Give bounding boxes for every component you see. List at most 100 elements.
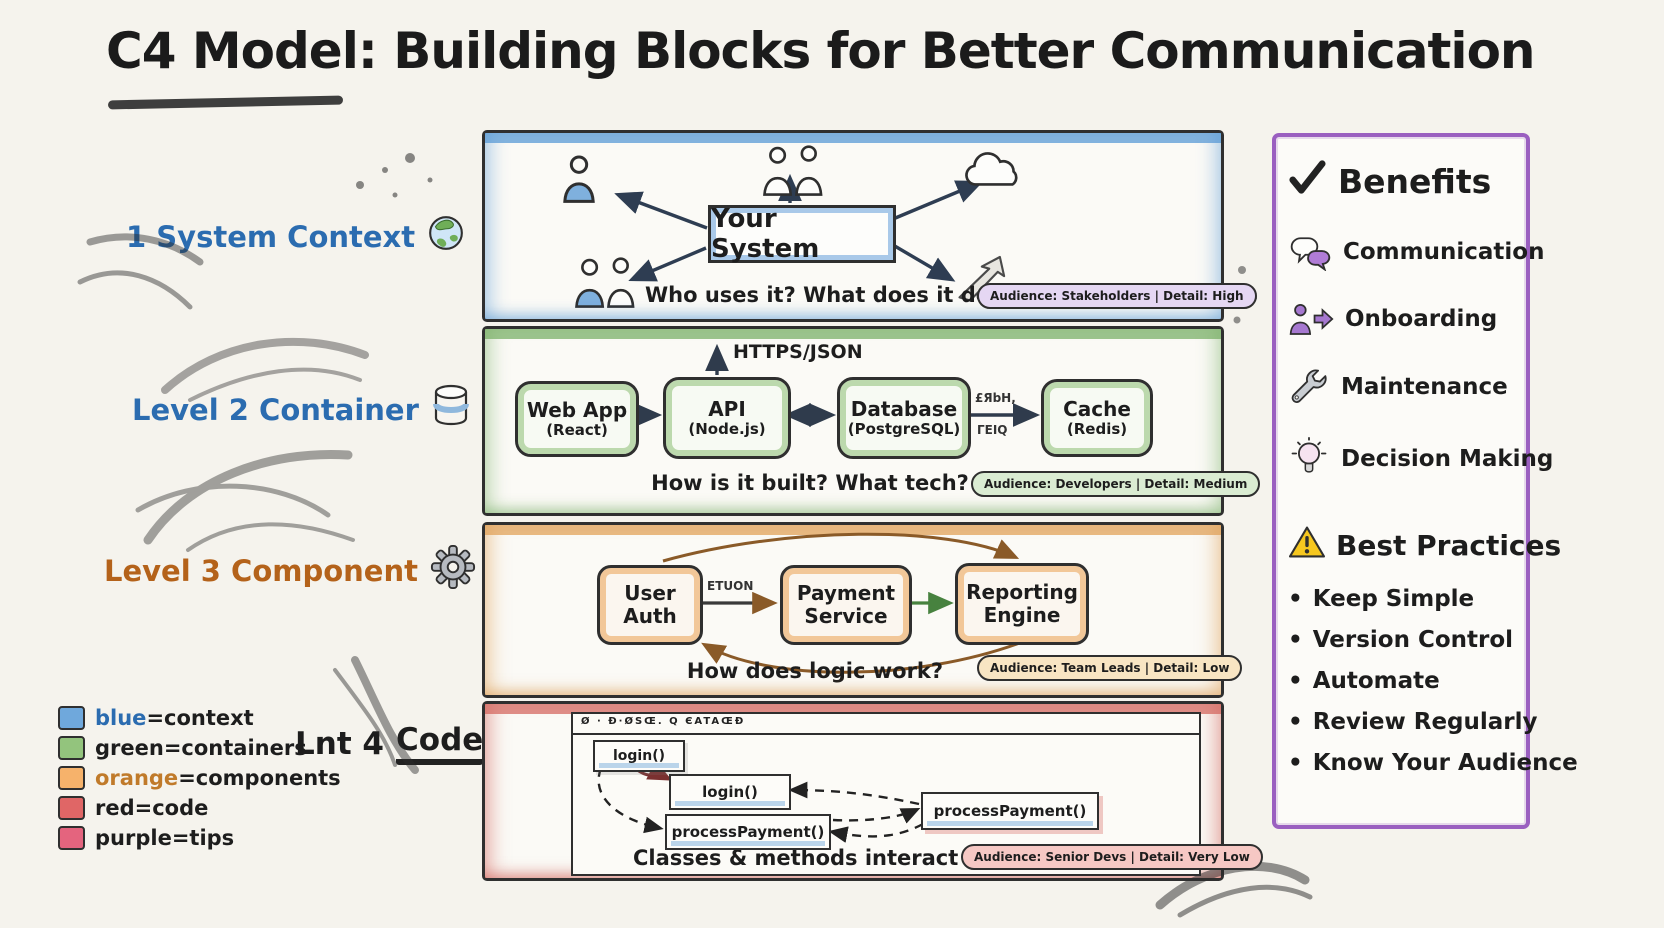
best-practice-label: Version Control — [1312, 627, 1514, 653]
benefit-label: Onboarding — [1345, 306, 1498, 332]
legend-rest: =containers — [163, 736, 307, 760]
legend-row-blue: blue=context — [58, 706, 341, 730]
ink-smudge — [356, 153, 433, 198]
label-level4-code-word: Code — [396, 722, 484, 765]
node-line2: Engine — [983, 603, 1061, 627]
context-audience-badge: Audience: Stakeholders | Detail: High — [977, 283, 1257, 309]
node-tech: (React) — [546, 421, 608, 439]
best-practice-item: • Review Regularly — [1288, 709, 1538, 735]
lightbulb-icon — [1288, 437, 1330, 481]
node-name: Web App — [526, 398, 628, 422]
person-icon — [559, 149, 599, 211]
component-level-box: User Auth Payment Service Reporting Engi… — [482, 522, 1243, 698]
best-practice-label: Automate — [1312, 668, 1440, 694]
node-line1: Reporting — [966, 580, 1078, 604]
legend-row-red: red=code — [58, 796, 341, 820]
benefit-item-communication: Communication — [1288, 233, 1544, 271]
benefits-list: Communication Onboarding Maintenance Dec… — [1288, 233, 1553, 481]
wrench-icon — [1288, 367, 1330, 407]
container-caption: How is it built? What tech? — [651, 471, 969, 495]
best-practices-list: •Keep Simple •Version Control •Automate … — [1288, 586, 1578, 776]
node-tech: (Redis) — [1066, 420, 1128, 438]
legend-swatch-orange — [58, 766, 85, 790]
check-icon — [1288, 159, 1326, 203]
label-level4-code-prefix: Lnt 4 — [295, 725, 385, 762]
legend-word: red — [95, 796, 135, 820]
page-header: C4 Model: Building Blocks for Better Com… — [106, 22, 1536, 110]
best-practice-item: • Keep Simple — [1288, 586, 1518, 612]
people-icon — [753, 139, 835, 205]
node-tech: (Node.js) — [688, 420, 766, 438]
code-window-titlebar: Ø · Ð·ØSŒ. Q ЄATAŒÐ — [573, 714, 1199, 735]
database-icon — [431, 384, 471, 435]
benefit-label: Decision Making — [1341, 446, 1554, 472]
label-level3-component-text: Level 3 Component — [104, 553, 418, 588]
container-audience-badge: Audience: Developers | Detail: Medium — [971, 471, 1261, 497]
legend-word: green — [95, 736, 164, 760]
ink-smudge — [135, 449, 355, 552]
benefits-title-text: Benefits — [1338, 161, 1492, 201]
best-practice-item: • Version Control — [1288, 627, 1518, 653]
code-level-box: Ø · Ð·ØSŒ. Q ЄATAŒÐ login() login() proc… — [482, 701, 1263, 881]
method-box-process-payment: processPayment() — [665, 814, 831, 850]
code-caption: Classes & methods interact — [633, 846, 959, 870]
node-name: Cache — [1063, 397, 1131, 421]
code-audience-badge: Audience: Senior Devs | Detail: Very Low — [961, 844, 1263, 870]
node-name: API — [708, 397, 746, 421]
person-arrow-icon — [1288, 301, 1334, 337]
node-line2: Service — [804, 604, 888, 628]
title-highlight: C4 Model — [106, 22, 359, 80]
legend-rest: =components — [178, 766, 341, 790]
legend-row-green: green=containers — [58, 736, 341, 760]
component-audience-badge: Audience: Team Leads | Detail: Low — [977, 655, 1243, 681]
system-context-box: Your System Who uses it? What does it do… — [482, 130, 1257, 322]
node-line1: User — [624, 581, 676, 605]
container-node-api: API (Node.js) — [663, 377, 791, 459]
warning-triangle-icon — [1288, 525, 1326, 566]
component-node-payment-service: Payment Service — [780, 565, 912, 645]
best-practices-heading: Best Practices — [1288, 525, 1561, 566]
db-cache-edge-label-top: £ЯbН, — [975, 391, 1016, 405]
page-title: C4 Model: Building Blocks for Better Com… — [106, 22, 1536, 80]
bullet: • — [1288, 709, 1303, 735]
container-node-cache: Cache (Redis) — [1041, 379, 1153, 457]
best-practices-title-text: Best Practices — [1336, 529, 1562, 562]
cloud-icon — [961, 147, 1027, 197]
tips-panel: Benefits Communication Onboarding Mainte… — [1272, 133, 1578, 829]
legend-swatch-green — [58, 736, 85, 760]
legend-rest: =code — [134, 796, 209, 820]
color-legend: blue=context green=containers orange=com… — [58, 706, 341, 850]
container-node-database: Database (PostgreSQL) — [837, 377, 971, 459]
component-caption: How does logic work? — [686, 659, 944, 683]
legend-word: blue — [95, 706, 147, 730]
method-box-login: login() — [669, 774, 791, 810]
bullet: • — [1288, 627, 1303, 653]
benefit-label: Communication — [1343, 239, 1545, 265]
benefits-heading: Benefits — [1288, 159, 1518, 203]
code-window: Ø · Ð·ØSŒ. Q ЄATAŒÐ login() login() proc… — [571, 712, 1263, 876]
auth-payment-edge-label: ETUON — [707, 579, 754, 593]
best-practice-label: Review Regularly — [1312, 709, 1538, 735]
label-level3-component: Level 3 Component — [104, 544, 476, 597]
context-caption: Who uses it? What does it do? — [645, 283, 1003, 307]
best-practice-label: Keep Simple — [1312, 586, 1475, 612]
best-practice-item: •Know Your Audience — [1288, 750, 1578, 776]
label-system-context-text: 1 System Context — [126, 219, 416, 254]
container-level-box: HTTPS/JSON Web App (React) API (Node.js)… — [482, 326, 1261, 516]
title-rest: : Building Blocks for Better Communicati… — [357, 22, 1536, 80]
legend-row-purple: purple=tips — [58, 826, 341, 850]
component-node-reporting-engine: Reporting Engine — [955, 563, 1089, 645]
your-system-node: Your System — [708, 204, 896, 264]
legend-rest: =context — [146, 706, 254, 730]
bullet: • — [1288, 586, 1303, 612]
best-practice-item: • Automate — [1288, 668, 1518, 694]
speech-bubbles-icon — [1288, 233, 1332, 271]
bullet: • — [1288, 668, 1303, 694]
container-arrows — [634, 343, 1041, 427]
best-practice-label: Know Your Audience — [1312, 750, 1578, 776]
node-line1: Payment — [796, 581, 896, 605]
method-box-process-payment: processPayment() — [921, 792, 1099, 830]
container-node-webapp: Web App (React) — [515, 381, 639, 457]
label-level2-container-text: Level 2 Container — [132, 392, 419, 427]
label-system-context: 1 System Context — [126, 214, 465, 259]
